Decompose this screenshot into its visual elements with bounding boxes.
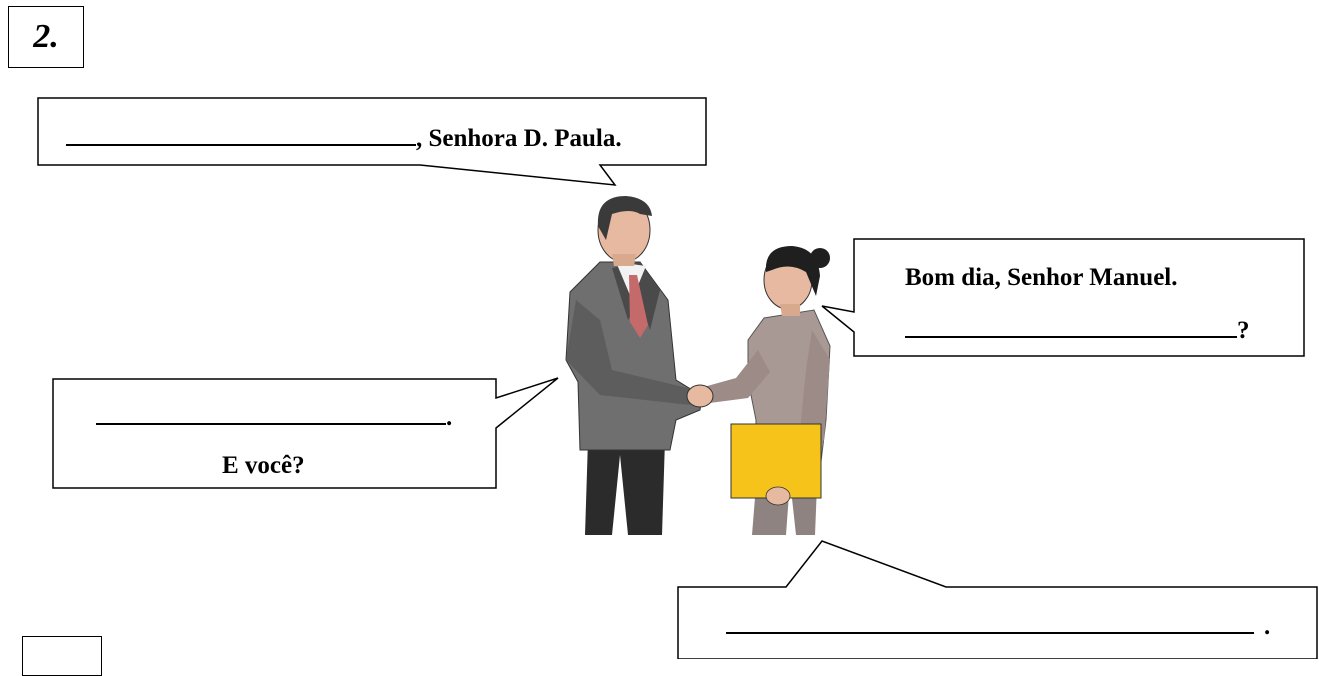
speech-bubble-left: [52, 377, 559, 489]
bubble-left-line1: .: [96, 405, 452, 430]
bubble-left-line2: E você?: [222, 453, 305, 478]
speech-bubbles-layer: [37, 97, 1318, 659]
handshake-hands: [686, 384, 714, 408]
answer-blank-top-left[interactable]: [66, 143, 416, 146]
bubble-right-line1: Bom dia, Senhor Manuel.: [905, 265, 1178, 290]
answer-blank-right[interactable]: [905, 335, 1237, 338]
bubble-right-greeting: Bom dia, Senhor Manuel.: [905, 264, 1178, 291]
speech-bubble-bottom-right: [677, 540, 1318, 659]
answer-blank-left[interactable]: [96, 422, 446, 425]
bubble-bottom-right-text: .: [726, 614, 1270, 639]
speech-bubble-top-left: [37, 97, 707, 186]
bubble-top-left-suffix: , Senhora D. Paula.: [416, 125, 622, 152]
next-exercise-number-box: [22, 636, 102, 676]
bubble-bottom-right-suffix: .: [1264, 613, 1271, 640]
answer-blank-bottom-right[interactable]: [726, 631, 1254, 634]
bubble-left-question: E você?: [222, 452, 305, 479]
man-figure: [565, 196, 703, 535]
speech-bubble-right: [821, 238, 1305, 357]
bubble-right-line2: ?: [905, 318, 1250, 343]
exercise-number: 2.: [8, 6, 84, 68]
woman-figure: [700, 246, 831, 535]
exercise-number-label: 2.: [33, 18, 59, 55]
handshake-illustration: [565, 196, 831, 535]
bubble-left-suffix: .: [446, 404, 453, 431]
bubble-top-left-text: , Senhora D. Paula.: [66, 126, 622, 151]
bubble-right-suffix: ?: [1237, 317, 1250, 344]
